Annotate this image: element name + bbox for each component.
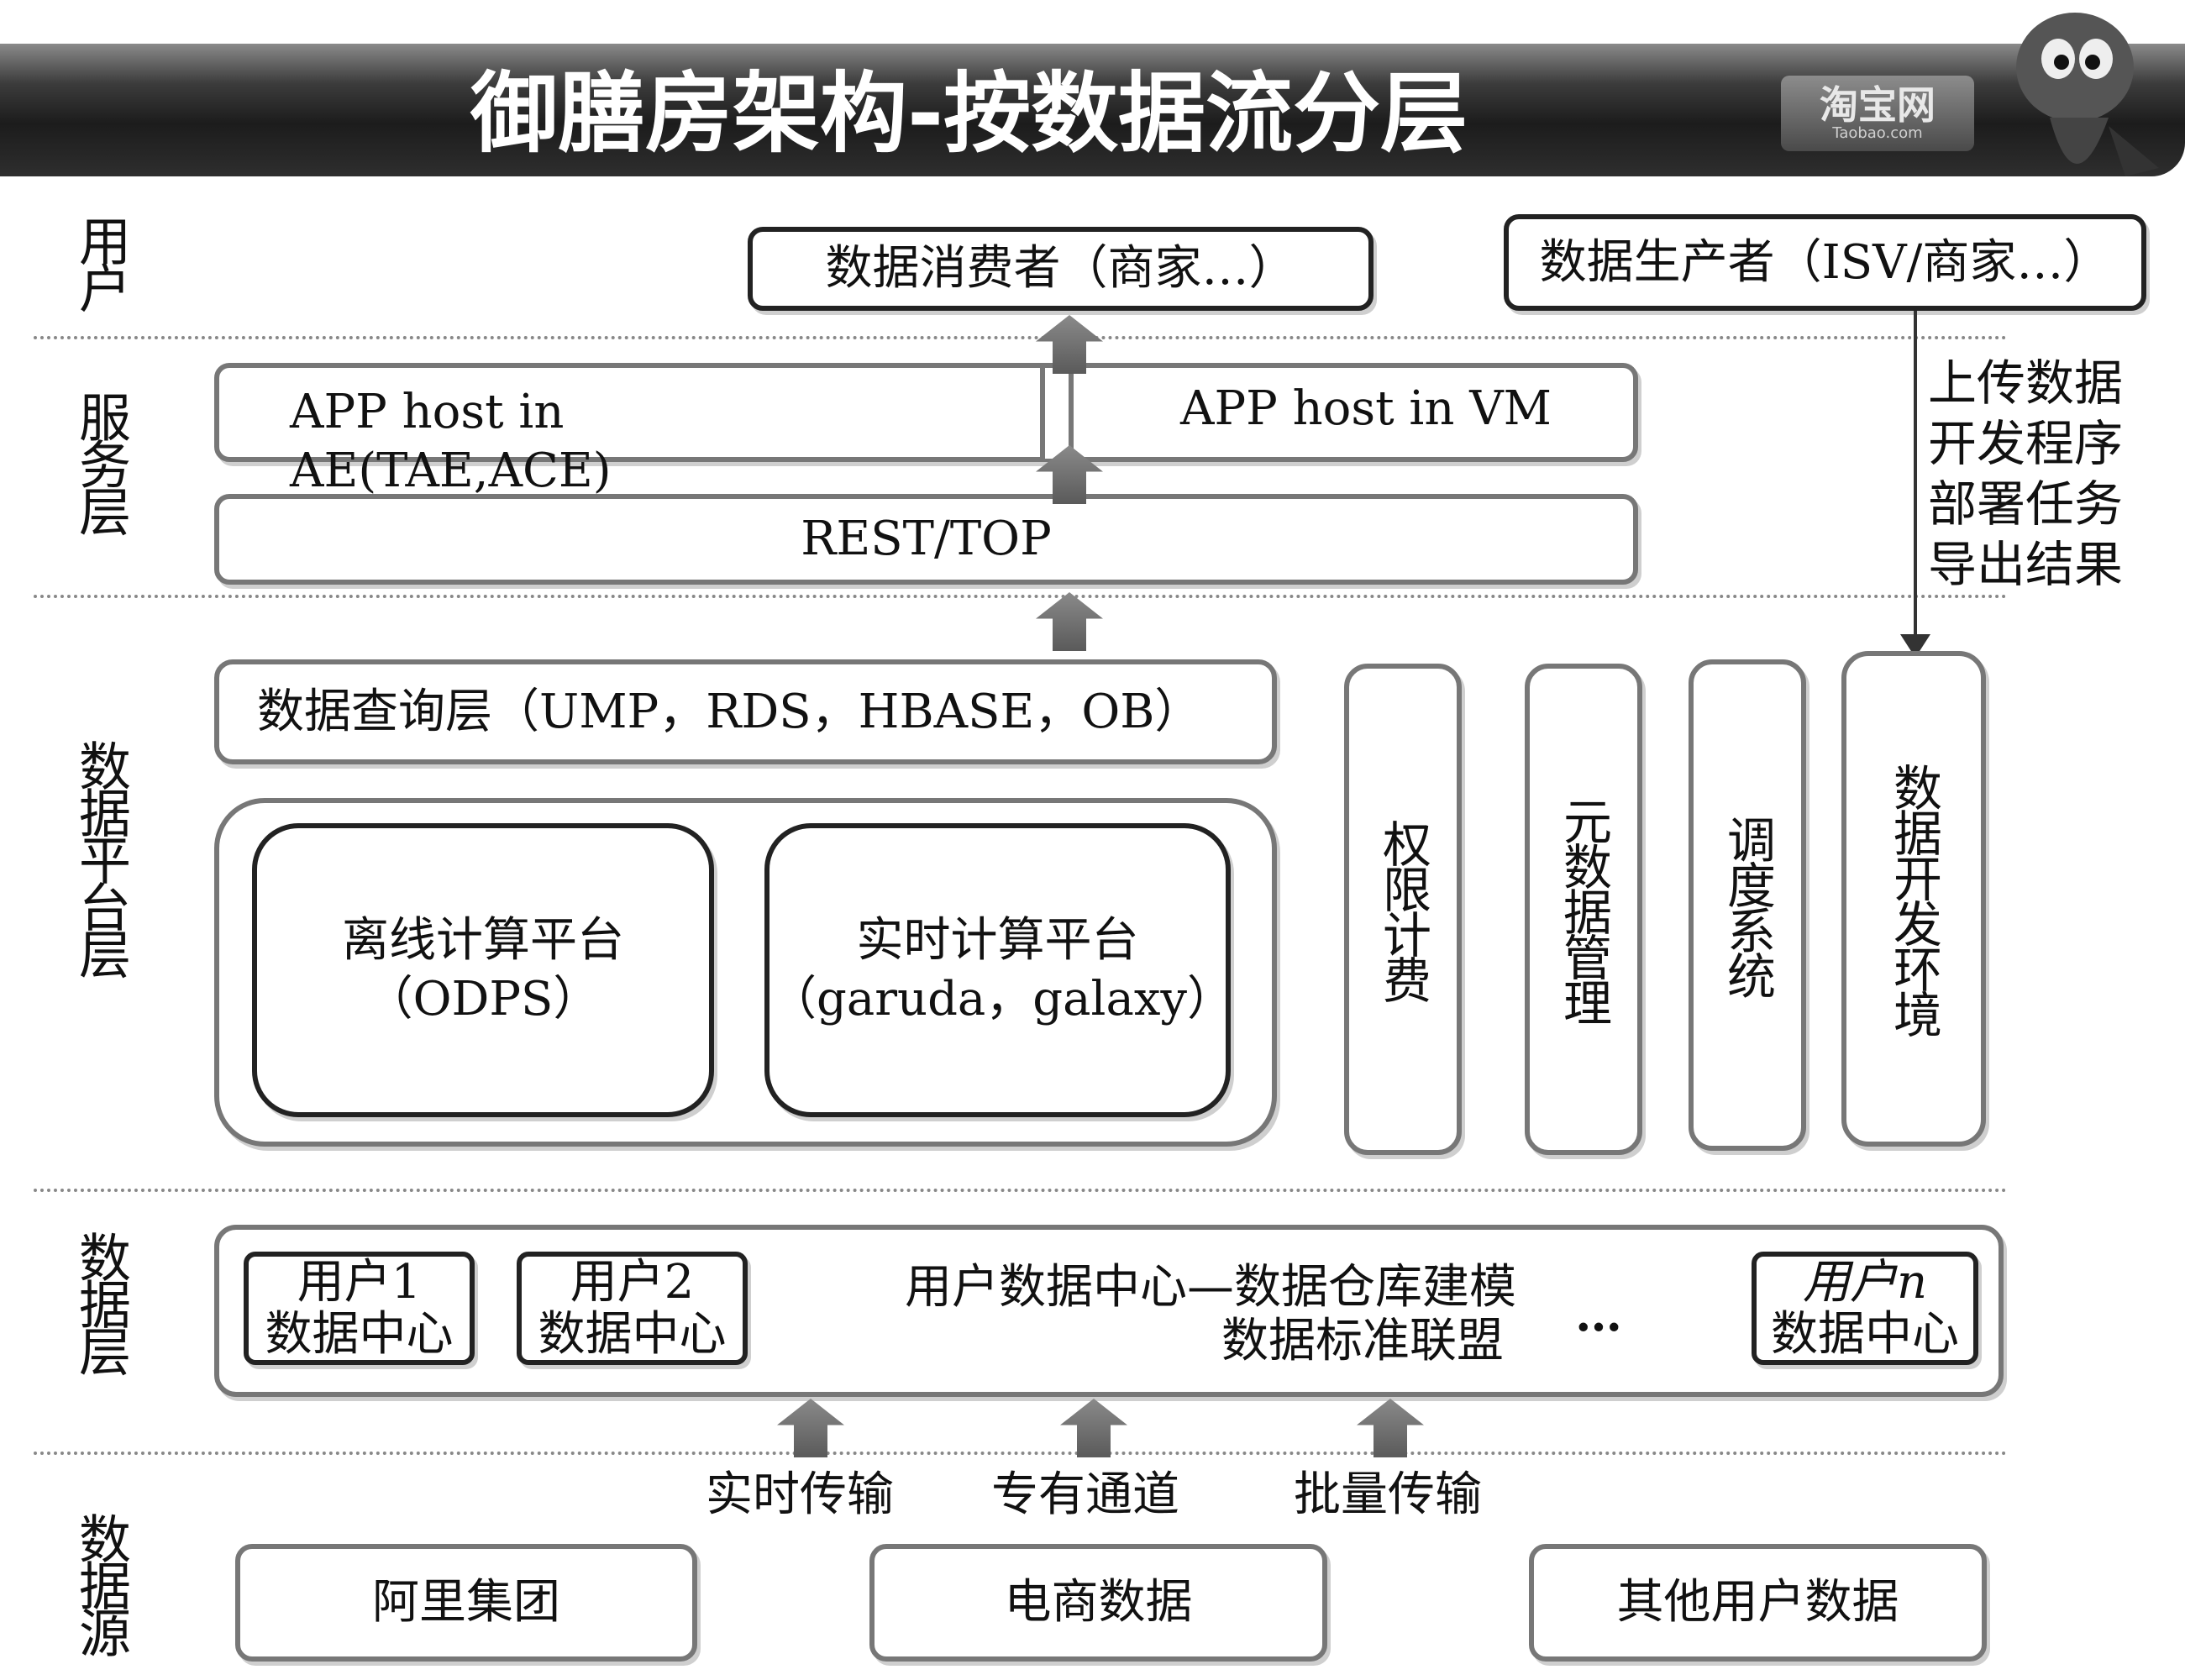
up-arrow-icon [1060, 1399, 1127, 1457]
module-dev-env-label: 数据开发环境 [1885, 763, 1942, 1035]
offline-compute-subtitle: （ODPS） [365, 972, 601, 1026]
app-host-vm-label: APP host in VM [1180, 381, 1552, 436]
diagram-title: 御膳房架构-按数据流分层 [470, 62, 1468, 165]
data-query-layer-label: 数据查询层（UMP，RDS，HBASE，OB） [257, 684, 1202, 739]
data-producer-label: 数据生产者（ISV/商家…） [1539, 234, 2111, 290]
data-query-layer-box: 数据查询层（UMP，RDS，HBASE，OB） [214, 659, 1277, 764]
up-arrow-icon [1036, 592, 1103, 651]
separator-service-platform [34, 595, 2008, 598]
transport-realtime-label: 实时传输 [706, 1467, 894, 1522]
offline-compute-title: 离线计算平台 [342, 913, 624, 968]
user2-data-center-box: 用户2 数据中心 [517, 1252, 748, 1365]
module-dev-env: 数据开发环境 [1841, 651, 1986, 1147]
user2-data-center-label: 数据中心 [538, 1306, 727, 1362]
source-other-user-data: 其他用户数据 [1529, 1544, 1987, 1662]
data-producer-box: 数据生产者（ISV/商家…） [1504, 214, 2146, 311]
usern-data-center-label: 数据中心 [1771, 1306, 1959, 1362]
rest-top-box: REST/TOP [214, 494, 1638, 585]
producer-action-4: 导出结果 [1928, 536, 2124, 593]
transport-dedicated-channel-label: 专有通道 [991, 1467, 1179, 1522]
layer-label-service: 服务层 [70, 391, 131, 532]
transport-batch-label: 批量传输 [1294, 1467, 1482, 1522]
separator-data-source [34, 1452, 2008, 1455]
source-ecommerce-data-label: 电商数据 [1004, 1575, 1193, 1630]
taobao-logo: 淘宝网 Taobao.com [1781, 76, 1974, 151]
module-scheduler: 调度系统 [1689, 659, 1806, 1151]
separator-platform-data [34, 1189, 2008, 1192]
user1-data-center-label: 数据中心 [265, 1306, 454, 1362]
producer-connector-line [1914, 311, 1917, 647]
source-ecommerce-data: 电商数据 [869, 1544, 1327, 1662]
layer-label-user: 用户 [70, 214, 131, 308]
user1-label: 用户1 [297, 1254, 422, 1310]
up-arrow-icon [777, 1399, 844, 1457]
module-metadata-label: 元数据管理 [1555, 795, 1612, 1023]
data-standard-alliance-label: 数据标准联盟 [1221, 1314, 1504, 1368]
logo-subtext: Taobao.com [1832, 124, 1923, 142]
producer-action-3: 部署任务 [1928, 475, 2124, 533]
layer-label-source: 数据源 [70, 1512, 131, 1653]
data-warehouse-modeling-label: 用户数据中心—数据仓库建模 [905, 1260, 1516, 1315]
user2-label: 用户2 [570, 1254, 695, 1310]
app-host-box [214, 363, 1638, 462]
mascot-icon [2016, 13, 2159, 176]
module-billing: 权限计费 [1344, 664, 1462, 1155]
realtime-compute-title: 实时计算平台 [856, 913, 1139, 968]
layer-label-platform: 数据平台层 [70, 739, 131, 974]
logo-text: 淘宝网 [1820, 82, 1936, 128]
up-arrow-icon [1357, 1399, 1424, 1457]
producer-arrowhead-icon [1900, 634, 1930, 658]
user-data-center-container [214, 1225, 2004, 1397]
source-alibaba-group-label: 阿里集团 [372, 1575, 560, 1630]
user1-data-center-box: 用户1 数据中心 [244, 1252, 475, 1365]
layer-label-data: 数据层 [70, 1231, 131, 1372]
ellipsis-label: … [1575, 1287, 1622, 1342]
offline-compute-box: 离线计算平台 （ODPS） [252, 823, 714, 1117]
data-consumer-label: 数据消费者（商家…） [825, 241, 1296, 296]
producer-action-2: 开发程序 [1928, 415, 2124, 472]
usern-label: 用户n [1802, 1254, 1928, 1310]
rest-top-label: REST/TOP [801, 512, 1052, 566]
module-metadata: 元数据管理 [1525, 664, 1642, 1155]
realtime-compute-subtitle: （garuda，galaxy） [769, 972, 1235, 1026]
separator-user-service [34, 336, 2008, 339]
source-alibaba-group: 阿里集团 [235, 1544, 697, 1662]
realtime-compute-box: 实时计算平台 （garuda，galaxy） [764, 823, 1235, 1117]
source-other-user-data-label: 其他用户数据 [1616, 1575, 1899, 1630]
data-consumer-box: 数据消费者（商家…） [748, 227, 1374, 311]
producer-action-1: 上传数据 [1928, 354, 2124, 412]
module-scheduler-label: 调度系统 [1719, 814, 1776, 996]
app-host-ae-label: APP host in AE(TAE,ACE) [290, 385, 612, 498]
app-host-divider [1040, 368, 1074, 459]
usern-data-center-box: 用户n 数据中心 [1752, 1252, 1978, 1365]
module-billing-label: 权限计费 [1374, 818, 1431, 1000]
